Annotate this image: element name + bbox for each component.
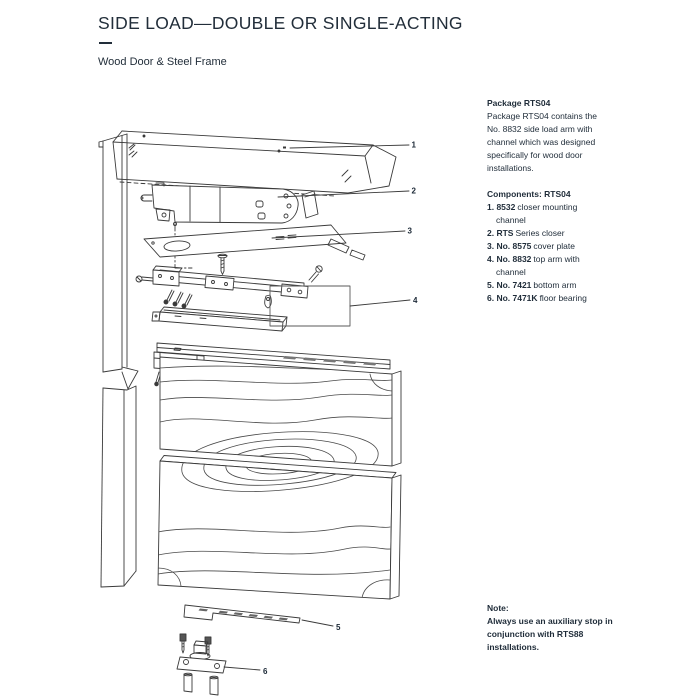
page-subtitle: Wood Door & Steel Frame xyxy=(98,56,227,68)
callout-4: 4 xyxy=(413,296,418,305)
side-panel: Package RTS04 Package RTS04 contains the… xyxy=(487,97,601,305)
note-body: Always use an auxiliary stop in conjunct… xyxy=(487,616,613,652)
page-title: SIDE LOAD—DOUBLE OR SINGLE-ACTING xyxy=(98,13,463,33)
callout-3: 3 xyxy=(408,227,413,236)
callout-5: 5 xyxy=(336,623,341,632)
callout-1: 1 xyxy=(412,141,417,150)
callout-6: 6 xyxy=(263,667,268,676)
cover-plate xyxy=(144,225,365,260)
frame-jamb xyxy=(99,134,138,587)
mounting-screws xyxy=(164,290,192,308)
note-heading: Note: xyxy=(487,603,509,613)
title-dash xyxy=(99,42,112,44)
closer-body xyxy=(141,183,318,268)
note-panel: Note: Always use an auxiliary stop in co… xyxy=(487,602,614,654)
components-heading: Components: RTS04 xyxy=(487,189,571,199)
door-panels xyxy=(154,343,401,599)
bottom-arm xyxy=(184,605,300,623)
callouts: 1 2 3 4 5 6 xyxy=(224,141,418,676)
package-heading: Package RTS04 xyxy=(487,98,551,108)
callout-2: 2 xyxy=(412,187,417,196)
top-arm-assembly xyxy=(136,254,350,331)
package-body: Package RTS04 contains the No. 8832 side… xyxy=(487,111,597,173)
exploded-diagram: 1 2 3 4 5 6 xyxy=(80,100,418,700)
floor-bearing xyxy=(177,634,226,695)
